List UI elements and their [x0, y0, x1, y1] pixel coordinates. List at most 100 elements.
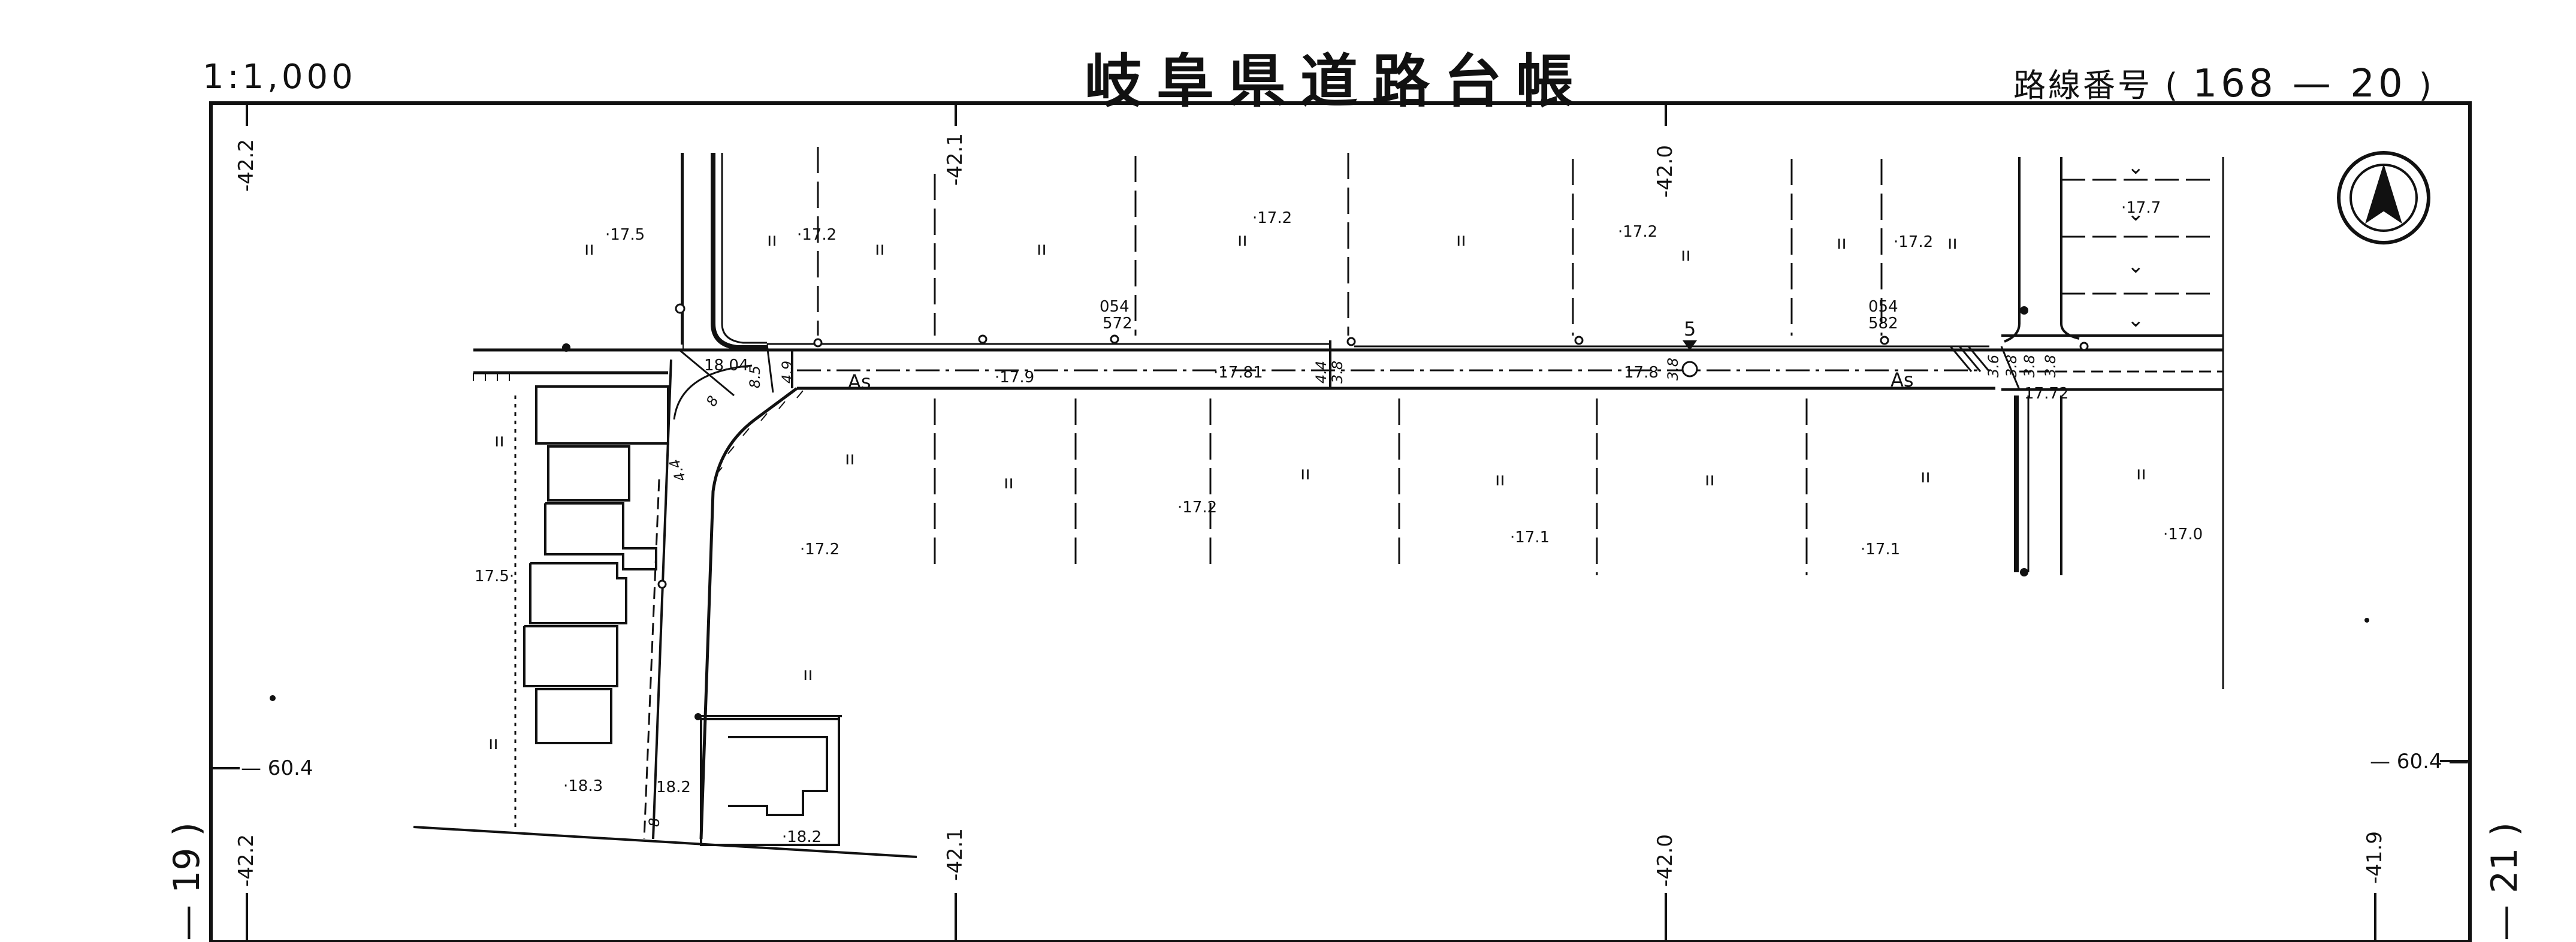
adjacent-sheet-left: — 19 ): [166, 822, 208, 941]
grid-label-bottom: -42.2: [234, 834, 258, 887]
elevation-label: ·17.2: [1894, 233, 1933, 251]
elevation-labels: ·17.5 ·17.2 ·17.2 ·17.2 ·17.2 ·17.7 ·17.…: [475, 199, 2203, 846]
route-number-block: 路線番号 ( 168 — 20 ): [2013, 59, 2434, 106]
grid-labels: -42.2 -42.1 -42.0 -42.2 -42.1 -42.0 -41.…: [234, 133, 2469, 887]
grid-label-left: — 60.4: [241, 756, 313, 780]
survey-points: [657, 303, 2089, 589]
branch-road-south: [413, 344, 917, 858]
width-label: 3.8: [1329, 361, 1346, 384]
pond-symbol: ⌄: [2127, 308, 2145, 332]
node-label: 054: [1100, 298, 1130, 316]
road-edge-hatching: [473, 373, 804, 475]
elevation-label: ·17.1: [1510, 529, 1550, 547]
pond-symbol: ⌄: [2127, 202, 2145, 226]
pond-symbols: ⌄ ⌄ ⌄ ⌄: [2127, 155, 2145, 332]
elevation-label: ·17.1: [1861, 541, 1900, 558]
field-symbol: ıı: [803, 664, 813, 685]
field-symbol: ıı: [494, 430, 505, 451]
elevation-label: 17.8: [1624, 364, 1659, 382]
elevation-label: 17.72: [2024, 385, 2068, 403]
surface-label-left: As: [848, 370, 871, 393]
node-label: 054: [1868, 298, 1898, 316]
grid-label-bottom: -42.0: [1653, 834, 1677, 887]
elevation-label: ·17.0: [2163, 526, 2203, 544]
grid-label-right: — 60.4 —: [2370, 750, 2469, 774]
width-label: 8.5: [747, 366, 763, 388]
field-symbol: ıı: [1037, 238, 1047, 259]
elevation-label: ·17.2: [1252, 209, 1292, 227]
width-label: 4.9: [779, 361, 796, 384]
field-symbol: ıı: [875, 238, 885, 259]
surface-label-right: As: [1891, 369, 1914, 391]
grid-label-top: -42.1: [943, 133, 967, 186]
node-label: 572: [1103, 315, 1133, 333]
elevation-label: ·17.5: [605, 226, 645, 244]
field-symbol: ıı: [1947, 233, 1958, 253]
map-scale: 1:1,000: [203, 58, 357, 96]
survey-dots: [270, 306, 2369, 720]
elevation-label: ·17.2: [1618, 223, 1657, 241]
width-label: 3.6: [1985, 355, 2002, 378]
field-symbol: ıı: [1237, 230, 1248, 250]
parcel-boundaries: [817, 147, 1883, 575]
field-symbol: ıı: [1705, 469, 1715, 490]
route-open-paren: (: [2165, 67, 2181, 104]
grid-label-bottom: -42.1: [943, 828, 967, 881]
pond-symbol: ⌄: [2127, 155, 2145, 179]
route-number: 168 — 20: [2193, 62, 2406, 106]
width-label: 3.8: [2003, 355, 2020, 378]
field-symbol: ıı: [845, 448, 855, 469]
field-symbol: ıı: [1456, 230, 1466, 250]
field-symbol: ıı: [1920, 466, 1931, 487]
elevation-label: ·17.9: [995, 369, 1034, 387]
field-symbol: ıı: [1004, 472, 1014, 493]
width-labels: 4.9 8.5 8 4.4 4.4 3.8 3.8 3.6 3.8 3.8 3.…: [646, 355, 2059, 827]
route-label: 路線番号: [2013, 67, 2152, 104]
north-arrow-icon: [2337, 151, 2430, 244]
field-symbol: ıı: [1300, 463, 1310, 484]
elevation-label: ·18.2: [782, 828, 822, 846]
field-symbol: ıı: [1837, 233, 1847, 253]
bench-mark-icon: [1683, 340, 1697, 351]
width-label: 4.4: [666, 457, 689, 484]
elevation-label: ·17.7: [2121, 199, 2161, 217]
branch-road-north: [681, 153, 767, 351]
field-symbol: ıı: [2136, 463, 2146, 484]
width-label: 4.4: [1313, 361, 1330, 384]
elevation-label: ·18.3: [563, 777, 603, 795]
field-symbol: ıı: [488, 733, 499, 754]
elevation-label: ·17.81: [1213, 364, 1263, 382]
field-symbol: ıı: [767, 230, 777, 250]
adjacent-sheet-right: — 21 ): [2484, 822, 2526, 941]
width-label: 8: [703, 393, 722, 409]
grid-label-top: -42.0: [1653, 145, 1677, 198]
elevation-label: 18.2: [656, 778, 691, 796]
width-label: 3.8: [1665, 358, 1681, 381]
route-close-paren: ): [2418, 67, 2434, 104]
node-label: 582: [1868, 315, 1898, 333]
cross-street-right: [2004, 157, 2224, 689]
field-symbols: ıı ıı ıı ıı ıı ıı ıı ıı ıı ıı ıı ıı ıı ı…: [488, 230, 2146, 754]
width-label: 8: [646, 818, 663, 827]
adjacent-sheet-labels: — 19 ) — 21 ): [166, 822, 2526, 941]
field-symbol: ıı: [1495, 469, 1505, 490]
page-title: 岐阜県道路台帳: [1085, 48, 1588, 115]
elevation-label: 18.04: [704, 357, 748, 375]
elevation-label: 17.5·: [475, 567, 514, 585]
elevation-label: ·17.2: [1177, 499, 1217, 517]
road-labels: As As 5 054 572 054 582: [848, 298, 1914, 393]
map-frame: [209, 101, 2472, 942]
width-label: 3.8: [2042, 355, 2059, 378]
field-symbol: ıı: [1681, 244, 1691, 265]
grid-label-top: -42.2: [234, 139, 258, 192]
elevation-label: ·17.2: [800, 541, 839, 558]
pond-symbol: ⌄: [2127, 254, 2145, 278]
grid-ticks: [211, 103, 2470, 942]
bench-mark-number: 5: [1684, 318, 1696, 340]
width-label: 3.8: [2021, 355, 2038, 378]
grid-label-bottom: -41.9: [2363, 831, 2387, 884]
elevation-label: ·17.2: [797, 226, 836, 244]
field-symbol: ıı: [584, 238, 594, 259]
buildings: [523, 385, 842, 846]
